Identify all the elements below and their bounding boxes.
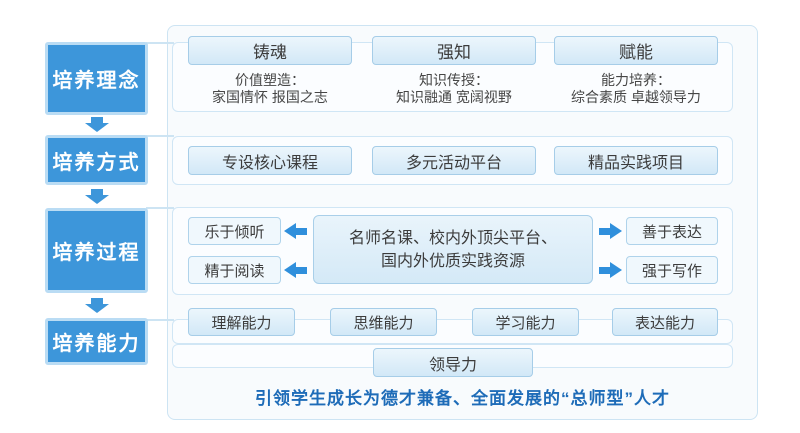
process-center-line1: 名师名课、校内外顶尖平台、 [348,229,557,247]
stage-label: 培养理念 [52,70,141,92]
concept-desc-line1: 能力培养： [601,72,671,88]
stage-box-method: 培养方式 [45,135,148,185]
right-arrow-icon [599,223,622,239]
concept-desc-line1: 价值塑造： [235,72,305,88]
connector-line [146,207,174,209]
concept-desc-line1: 知识传授： [419,72,489,88]
concept-box-empower: 赋能 [554,36,718,65]
left-arrow-icon [284,262,307,278]
connector-line [146,319,174,321]
process-box-expression: 善于表达 [626,217,718,245]
concept-desc: 知识传授： 知识融通 宽阔视野 [362,72,546,106]
concept-desc: 能力培养： 综合素质 卓越领导力 [544,72,728,106]
leadership-box: 领导力 [373,348,533,377]
ability-box-learning: 学习能力 [472,308,579,336]
down-arrow-icon [84,298,110,313]
ability-box-understanding: 理解能力 [188,308,295,336]
concept-box-knowledge: 强知 [372,36,536,65]
stage-label: 培养方式 [52,151,141,174]
process-center-line2: 国内外优质实践资源 [380,252,525,270]
process-box-writing: 强于写作 [626,256,718,284]
ability-box-thinking: 思维能力 [330,308,437,336]
process-center-box: 名师名课、校内外顶尖平台、 国内外优质实践资源 [313,215,593,284]
stage-box-ability: 培养能力 [45,318,148,365]
concept-desc-line2: 综合素质 卓越领导力 [571,89,701,105]
stage-box-concept: 培养理念 [45,42,148,115]
left-arrow-icon [284,223,307,239]
method-box-courses: 专设核心课程 [188,146,352,175]
stage-box-process: 培养过程 [45,208,148,293]
concept-box-soul: 铸魂 [188,36,352,65]
concept-desc-line2: 家国情怀 报国之志 [212,89,328,105]
ability-box-expression: 表达能力 [612,308,718,336]
method-box-projects: 精品实践项目 [554,146,718,175]
right-arrow-icon [599,262,622,278]
connector-line [146,42,174,44]
process-box-listening: 乐于倾听 [188,217,281,245]
connector-line [146,135,174,137]
down-arrow-icon [84,117,110,132]
method-box-platform: 多元活动平台 [372,146,536,175]
process-box-reading: 精于阅读 [188,256,281,284]
stage-label: 培养过程 [52,242,141,264]
concept-desc: 价值塑造： 家国情怀 报国之志 [178,72,362,106]
stage-label: 培养能力 [52,333,141,355]
concept-desc-line2: 知识融通 宽阔视野 [396,89,512,105]
bottom-caption: 引领学生成长为德才兼备、全面发展的“总师型”人才 [255,389,670,408]
down-arrow-icon [84,189,110,204]
